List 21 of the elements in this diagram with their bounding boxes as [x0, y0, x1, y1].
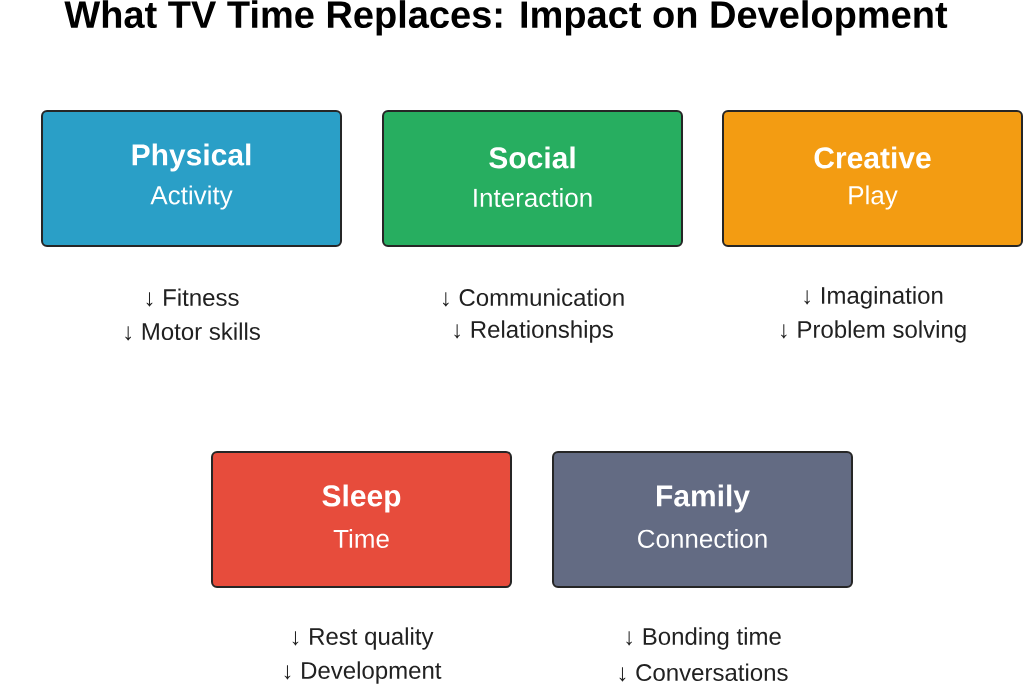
box-subtitle: Play [849, 185, 898, 210]
effect-text: ↓ Relationships [454, 320, 613, 343]
effect-text: ↓ Fitness [146, 288, 239, 307]
effect-text: ↓ Conversations [619, 663, 788, 682]
effect-text: ↓ Bonding time [626, 627, 781, 650]
box-heading: Physical [132, 143, 251, 172]
box-subtitle: Time [333, 528, 389, 549]
effect-text: ↓ Motor skills [125, 322, 260, 341]
effect-text: ↓ Development [284, 661, 442, 684]
box-heading: Family [657, 484, 750, 513]
effect-text: ↓ Rest quality [292, 627, 434, 650]
box-heading: Sleep [322, 484, 401, 513]
box-subtitle: Connection [638, 528, 767, 549]
effect-text: ↓ Problem solving [781, 320, 966, 343]
box-heading: Social [489, 146, 575, 169]
effect-text: ↓ Imagination [804, 286, 943, 309]
effect-text: ↓ Communication [443, 288, 624, 307]
box-subtitle: Interaction [474, 187, 592, 208]
box-heading: Creative [814, 146, 931, 169]
title: What TV Time Replaces: Impact on Development [64, 0, 948, 36]
box-subtitle: Activity [150, 185, 233, 210]
